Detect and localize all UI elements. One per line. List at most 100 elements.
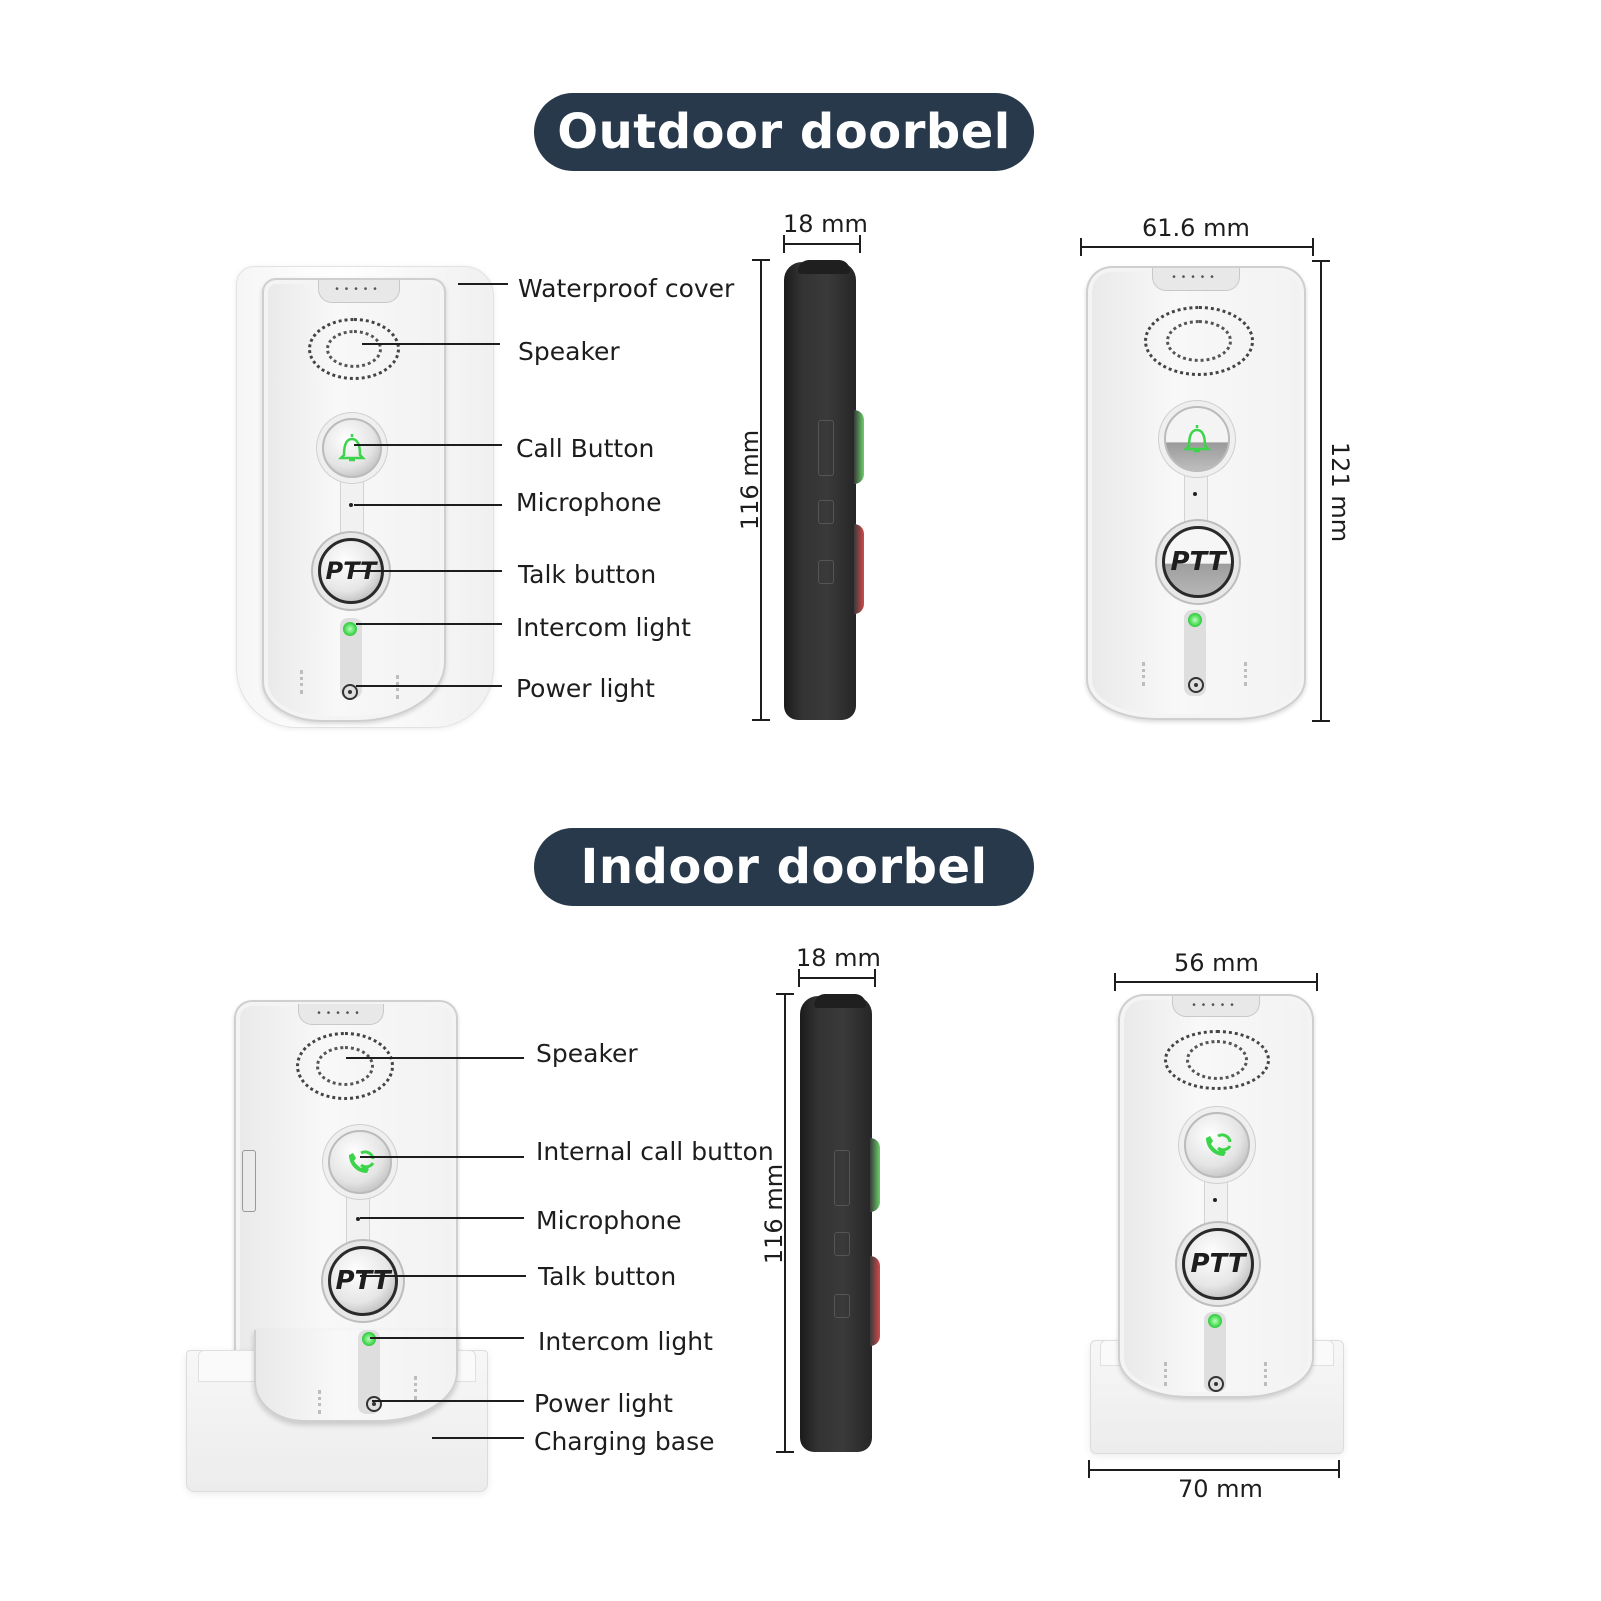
dim-tick bbox=[1316, 973, 1318, 991]
led-strip bbox=[358, 1330, 380, 1414]
side-vent-dots bbox=[1164, 1362, 1170, 1386]
side-top-cap bbox=[814, 994, 866, 1008]
outdoor-front-width: 61.6 mm bbox=[1142, 214, 1250, 242]
side-call-button bbox=[870, 1138, 880, 1212]
dim-tick bbox=[1312, 238, 1314, 256]
front-talk-button[interactable]: PTT bbox=[1162, 526, 1234, 598]
leader-line-microphone bbox=[360, 1217, 524, 1219]
leader-line-power-light bbox=[356, 685, 502, 687]
call-button[interactable] bbox=[322, 418, 382, 478]
indoor-side-height-dimline bbox=[784, 993, 786, 1453]
side-port bbox=[834, 1232, 850, 1256]
dim-tick bbox=[859, 235, 861, 253]
front-intercom-light bbox=[1188, 613, 1202, 627]
outdoor-side-height-dimline bbox=[760, 259, 762, 721]
side-vent-dots bbox=[396, 675, 402, 699]
dim-tick bbox=[1088, 1460, 1090, 1478]
speaker-grille-icon bbox=[308, 318, 400, 380]
intercom-light bbox=[343, 622, 357, 636]
outdoor-side-height: 116 mm bbox=[736, 429, 765, 531]
dim-tick bbox=[1114, 973, 1116, 991]
side-talk-button bbox=[870, 1256, 880, 1346]
leader-line-charging-base bbox=[432, 1437, 524, 1439]
outdoor-front-height: 121 mm bbox=[1326, 441, 1355, 543]
speaker-grille-icon bbox=[296, 1032, 394, 1100]
side-switch bbox=[242, 1150, 256, 1212]
indoor-side-width-dimline bbox=[798, 977, 876, 979]
side-call-button bbox=[854, 410, 864, 484]
indoor-power-light bbox=[366, 1396, 382, 1412]
front-internal-call-button[interactable] bbox=[1184, 1112, 1250, 1178]
side-vent-dots bbox=[1244, 662, 1250, 686]
dim-tick bbox=[874, 969, 876, 987]
label-intercom-light: Intercom light bbox=[538, 1327, 713, 1356]
indoor-front-width-dimline bbox=[1114, 981, 1318, 983]
indoor-talk-button[interactable]: PTT bbox=[328, 1246, 398, 1316]
leader-line-call-button bbox=[354, 444, 502, 446]
side-switch bbox=[818, 420, 834, 476]
label-charging-base: Charging base bbox=[534, 1427, 715, 1456]
indoor-side-height: 116 mm bbox=[760, 1163, 789, 1265]
dim-tick bbox=[776, 1451, 794, 1453]
led-strip bbox=[1204, 1312, 1226, 1392]
front-call-button[interactable] bbox=[1164, 406, 1230, 472]
led-strip bbox=[340, 618, 362, 698]
dim-tick bbox=[752, 719, 770, 721]
indoor-intercom-light bbox=[362, 1332, 376, 1346]
side-talk-button bbox=[854, 524, 864, 614]
microphone-hole bbox=[349, 503, 353, 507]
speaker-grille-inner-icon bbox=[316, 1046, 374, 1086]
leader-line-talk-button bbox=[350, 570, 502, 572]
dim-tick bbox=[798, 969, 800, 987]
phone-refresh-icon bbox=[1206, 1133, 1232, 1156]
side-vent-dots bbox=[1142, 662, 1148, 686]
speaker-grille-icon bbox=[1164, 1030, 1270, 1090]
led-strip bbox=[1184, 610, 1206, 696]
side-port bbox=[818, 500, 834, 524]
outdoor-side-width: 18 mm bbox=[783, 210, 868, 238]
leader-line-intercom-light bbox=[356, 623, 502, 625]
ptt-label: PTT bbox=[1170, 547, 1226, 577]
microphone-hole bbox=[1213, 1198, 1217, 1202]
side-top-cap bbox=[798, 260, 850, 274]
microphone-hole bbox=[356, 1217, 360, 1221]
label-call-button: Call Button bbox=[516, 434, 655, 463]
side-switch bbox=[834, 1150, 850, 1206]
leader-line-intercom-light bbox=[370, 1337, 524, 1339]
dim-tick bbox=[776, 993, 794, 995]
bell-icon bbox=[1182, 425, 1212, 453]
dim-tick bbox=[1080, 238, 1082, 256]
leader-line-talk-button bbox=[360, 1275, 526, 1277]
top-notch: ••••• bbox=[1172, 996, 1260, 1017]
side-port bbox=[818, 560, 834, 584]
internal-call-button[interactable] bbox=[328, 1130, 392, 1194]
phone-refresh-icon bbox=[349, 1150, 375, 1173]
outdoor-front-width-dimline bbox=[1080, 246, 1314, 248]
leader-line-power-light bbox=[372, 1400, 524, 1402]
side-vent-dots bbox=[300, 670, 306, 694]
indoor-front-width: 56 mm bbox=[1174, 949, 1259, 977]
leader-line-speaker bbox=[346, 1057, 524, 1059]
outdoor-side-body bbox=[784, 262, 856, 720]
label-microphone: Microphone bbox=[516, 488, 662, 517]
side-vent-dots bbox=[318, 1390, 324, 1414]
front-indoor-talk-button[interactable]: PTT bbox=[1182, 1228, 1254, 1300]
label-talk-button: Talk button bbox=[518, 560, 657, 589]
indoor-side-width: 18 mm bbox=[796, 944, 881, 972]
outdoor-side-width-dimline bbox=[783, 243, 861, 245]
dim-tick bbox=[1312, 720, 1330, 722]
indoor-base-width: 70 mm bbox=[1178, 1475, 1263, 1503]
microphone-hole bbox=[1193, 492, 1197, 496]
label-power-light: Power light bbox=[516, 674, 655, 703]
leader-line-internal-call-button bbox=[360, 1156, 524, 1158]
indoor-title: Indoor doorbel bbox=[580, 839, 988, 895]
top-notch: ••••• bbox=[1152, 268, 1240, 291]
bell-icon bbox=[337, 434, 367, 462]
label-speaker: Speaker bbox=[536, 1039, 638, 1068]
indoor-title-pill: Indoor doorbel bbox=[534, 828, 1034, 906]
label-talk-button: Talk button bbox=[538, 1262, 677, 1291]
label-microphone: Microphone bbox=[536, 1206, 682, 1235]
indoor-base-width-dimline bbox=[1088, 1469, 1340, 1471]
top-notch: ••••• bbox=[318, 280, 400, 303]
side-vent-dots bbox=[1264, 1362, 1270, 1386]
